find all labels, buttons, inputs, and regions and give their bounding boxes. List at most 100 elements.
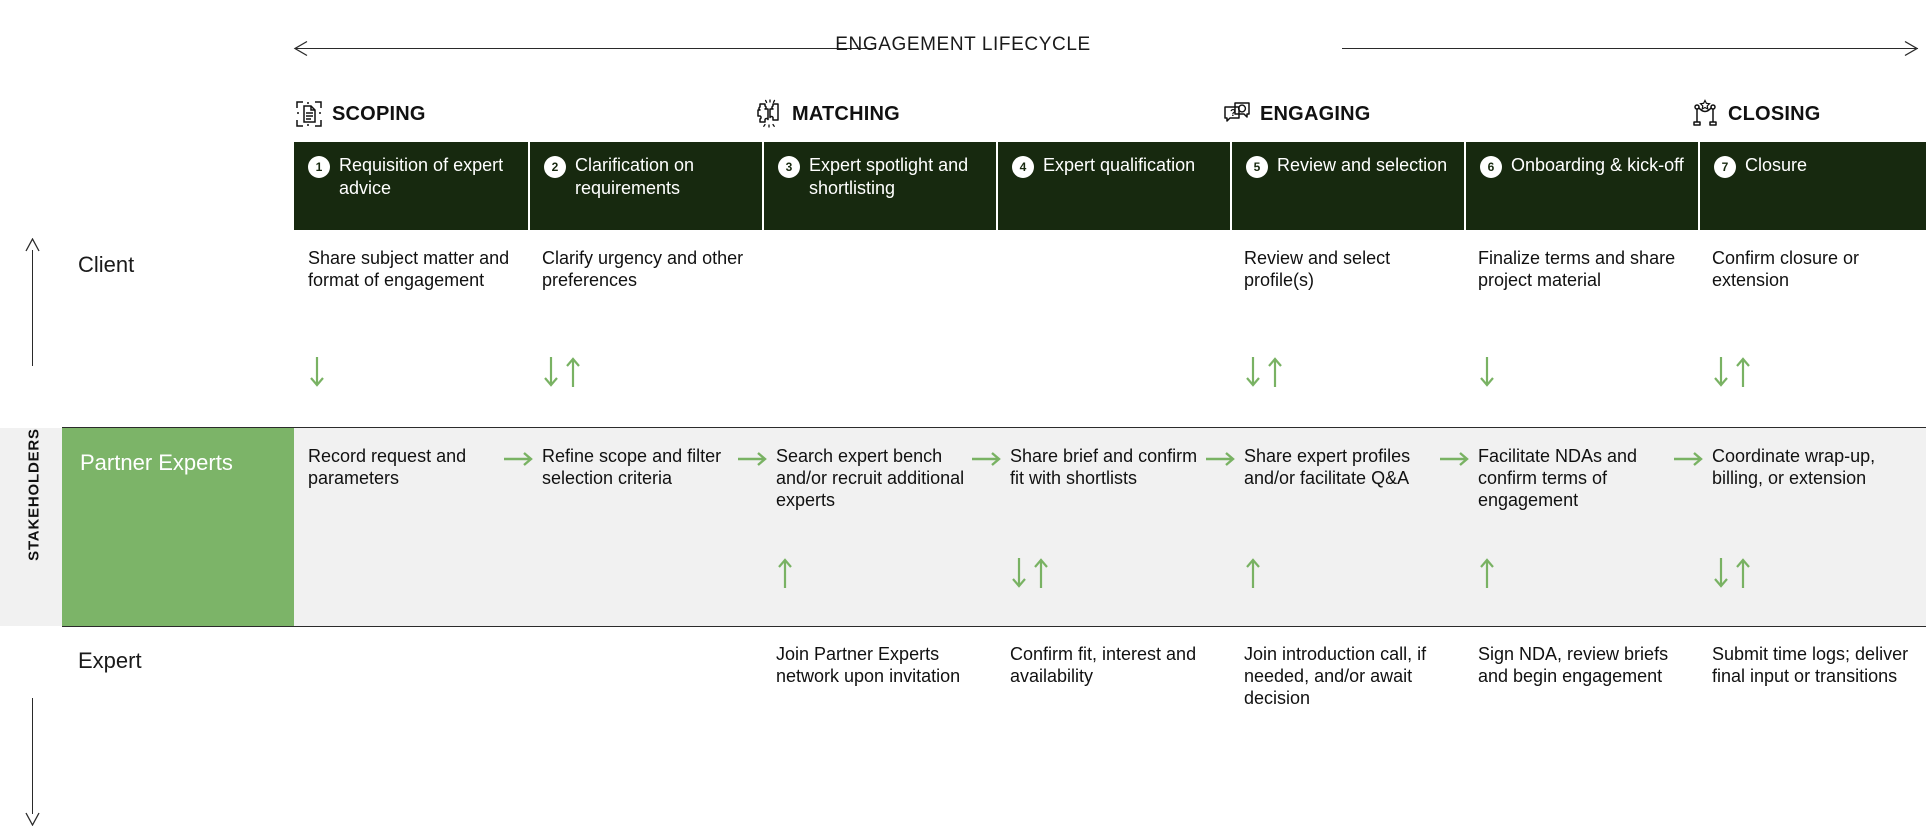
chain-arrow-right-icon: [970, 450, 1004, 468]
cell-text: Coordinate wrap-up, billing, or extensio…: [1712, 446, 1876, 488]
stakeholders-line-bottom: [32, 698, 33, 814]
stage-header-5[interactable]: 5 Review and selection: [1230, 142, 1464, 230]
cell-text: Sign NDA, review briefs and begin engage…: [1478, 644, 1669, 686]
phase-label: ENGAGING: [1260, 102, 1371, 125]
phase-label: CLOSING: [1728, 102, 1821, 125]
cell-text: Confirm fit, interest and availability: [1010, 644, 1197, 686]
stage-number: 6: [1480, 156, 1502, 178]
row-label-partner-experts: Partner Experts: [62, 428, 294, 626]
stage-header-4[interactable]: 4 Expert qualification: [996, 142, 1230, 230]
phase-label: MATCHING: [792, 102, 900, 125]
stage-number: 5: [1246, 156, 1268, 178]
cell-text: Join Partner Experts network upon invita…: [776, 644, 961, 686]
stage-number: 4: [1012, 156, 1034, 178]
row-client: Client Share subject matter and format o…: [0, 230, 1926, 428]
stage-title: Expert spotlight and shortlisting: [809, 155, 969, 198]
phase-scoping: SCOPING: [294, 92, 426, 136]
stage-header-7[interactable]: 7 Closure: [1698, 142, 1926, 230]
cell-text: Join introduction call, if needed, and/o…: [1244, 644, 1427, 708]
flow-arrow-down-up: [1010, 556, 1050, 590]
stakeholders-axis: STAKEHOLDERS: [12, 236, 52, 827]
chain-arrow-right-icon: [1672, 450, 1706, 468]
cell-text: Record request and parameters: [308, 446, 467, 488]
cell-text: Refine scope and filter selection criter…: [542, 446, 722, 488]
stakeholders-label: STAKEHOLDERS: [25, 428, 43, 561]
cell-text: Confirm closure or extension: [1712, 248, 1860, 290]
stage-number: 2: [544, 156, 566, 178]
cell-text: Share subject matter and format of engag…: [308, 248, 510, 290]
flow-arrow-up: [776, 556, 794, 590]
cell-partner-6: Facilitate NDAs and confirm terms of eng…: [1440, 428, 1698, 626]
finish-line-icon: [1690, 99, 1720, 129]
chain-arrow-right-icon: [1438, 450, 1472, 468]
stage-title: Onboarding & kick-off: [1511, 155, 1684, 175]
cell-text: Share brief and confirm fit with shortli…: [1010, 446, 1198, 488]
stage-number: 3: [778, 156, 800, 178]
puzzle-pieces-icon: [754, 99, 784, 129]
cell-text: Review and select profile(s): [1244, 248, 1391, 290]
stage-header-row: 1 Requisition of expert advice 2 Clarifi…: [294, 142, 1926, 230]
cell-expert-1: [294, 626, 528, 816]
row-partner-experts: Partner Experts Record request and param…: [0, 428, 1926, 626]
flow-arrow-down: [308, 355, 326, 389]
cell-client-5: Review and select profile(s): [1230, 230, 1464, 428]
cell-expert-2: [528, 626, 762, 816]
cell-client-4: [996, 230, 1230, 428]
row-expert: Expert Join Partner Experts network upon…: [0, 626, 1926, 816]
stage-header-3[interactable]: 3 Expert spotlight and shortlisting: [762, 142, 996, 230]
cell-partner-4: Share brief and confirm fit with shortli…: [972, 428, 1230, 626]
cell-expert-5: Join introduction call, if needed, and/o…: [1230, 626, 1464, 816]
flow-arrow-up: [1478, 556, 1496, 590]
svg-text:?: ?: [1230, 108, 1236, 119]
lifecycle-axis: ENGAGEMENT LIFECYCLE: [0, 0, 1926, 57]
stage-number: 1: [308, 156, 330, 178]
stage-title: Requisition of expert advice: [339, 155, 504, 198]
stage-title: Closure: [1745, 155, 1808, 175]
stage-number: 7: [1714, 156, 1736, 178]
chain-arrow-right-icon: [502, 450, 536, 468]
phase-label: SCOPING: [332, 102, 426, 125]
stage-title: Clarification on requirements: [575, 155, 695, 198]
flow-arrow-down: [1478, 355, 1496, 389]
cell-client-6: Finalize terms and share project materia…: [1464, 230, 1698, 428]
flow-arrow-down-up: [1244, 355, 1284, 389]
cell-partner-2: Refine scope and filter selection criter…: [504, 428, 762, 626]
axis-line-right: [1342, 48, 1918, 49]
chain-arrow-right-icon: [736, 450, 770, 468]
row-label-expert: Expert: [78, 648, 142, 673]
phase-matching: MATCHING: [754, 92, 900, 136]
cell-partner-7: Coordinate wrap-up, billing, or extensio…: [1674, 428, 1926, 626]
flow-arrow-down-up: [1712, 556, 1752, 590]
chat-bubbles-icon: ?: [1222, 99, 1252, 129]
stage-title: Review and selection: [1277, 155, 1448, 175]
phase-band: SCOPING MATCHING: [0, 92, 1926, 136]
stage-header-6[interactable]: 6 Onboarding & kick-off: [1464, 142, 1698, 230]
cell-client-3: [762, 230, 996, 428]
chain-arrow-right-icon: [1204, 450, 1238, 468]
cell-client-7: Confirm closure or extension: [1698, 230, 1926, 428]
divider-client-partner: [62, 427, 1926, 428]
axis-line-left: [296, 48, 876, 49]
cell-text: Search expert bench and/or recruit addit…: [776, 446, 965, 510]
arrow-left-icon: [293, 40, 309, 57]
stage-header-2[interactable]: 2 Clarification on requirements: [528, 142, 762, 230]
cell-expert-6: Sign NDA, review briefs and begin engage…: [1464, 626, 1698, 816]
cell-expert-7: Submit time logs; deliver final input or…: [1698, 626, 1926, 816]
stage-header-1[interactable]: 1 Requisition of expert advice: [294, 142, 528, 230]
cell-expert-3: Join Partner Experts network upon invita…: [762, 626, 996, 816]
divider-partner-expert: [62, 626, 1926, 627]
cell-partner-5: Share expert profiles and/or facilitate …: [1206, 428, 1464, 626]
cell-client-1: Share subject matter and format of engag…: [294, 230, 528, 428]
flow-arrow-down-up: [1712, 355, 1752, 389]
cell-text: Clarify urgency and other preferences: [542, 248, 744, 290]
flow-arrow-up: [1244, 556, 1262, 590]
cell-client-2: Clarify urgency and other preferences: [528, 230, 762, 428]
expert-cells: Join Partner Experts network upon invita…: [294, 626, 1926, 816]
phase-engaging: ? ENGAGING: [1222, 92, 1371, 136]
row-label-client: Client: [78, 252, 135, 277]
cell-partner-3: Search expert bench and/or recruit addit…: [738, 428, 996, 626]
lifecycle-title: ENGAGEMENT LIFECYCLE: [835, 34, 1091, 55]
phase-closing: CLOSING: [1690, 92, 1821, 136]
partner-cells: Record request and parameters Refine sco…: [294, 428, 1926, 626]
